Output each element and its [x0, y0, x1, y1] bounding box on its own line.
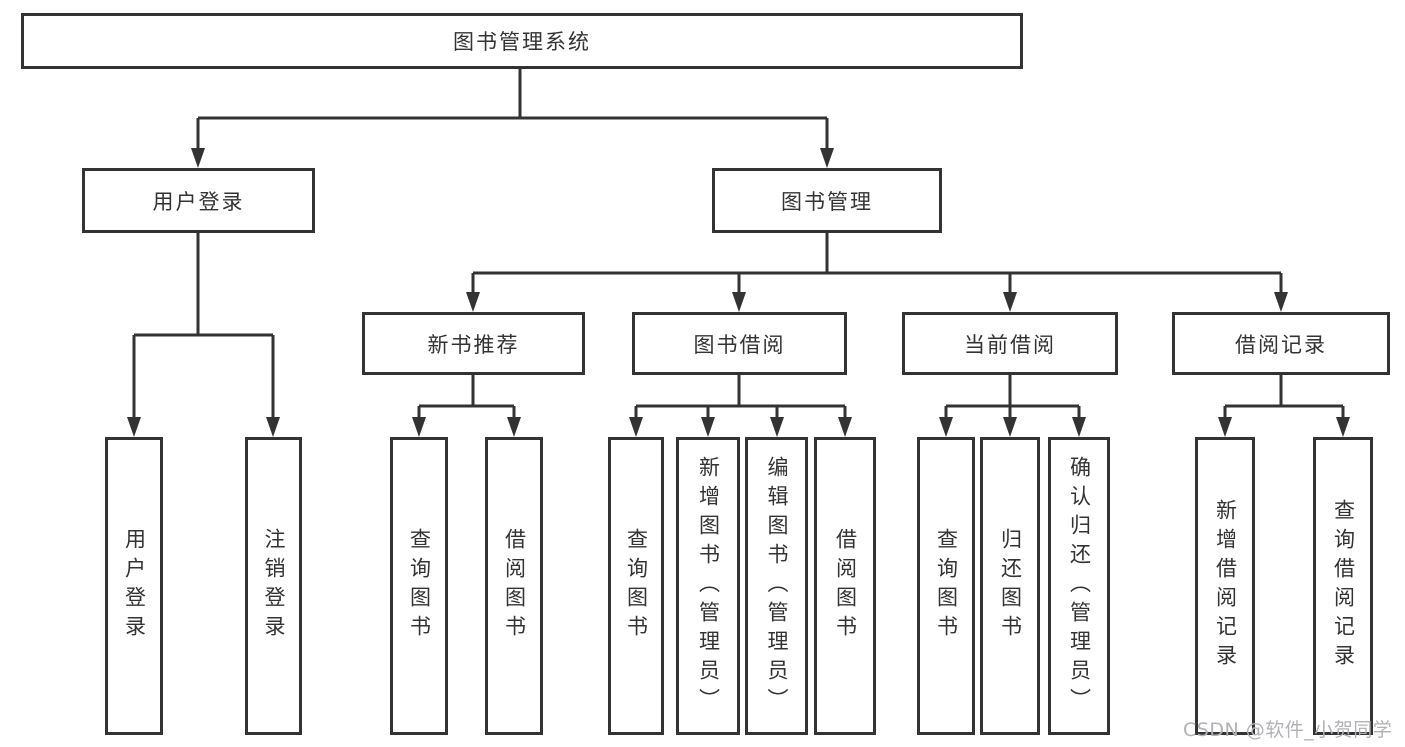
leaf-confirm-return-admin: 确认归还（管理员）: [1048, 437, 1110, 735]
leaf-logout: 注销登录: [245, 437, 302, 735]
node-label: 查询图书: [934, 528, 959, 644]
node-label: 注销登录: [262, 528, 286, 644]
connector-user-login-children: [127, 233, 280, 437]
leaf-borrow-books: 借阅图书: [814, 437, 876, 735]
node-label: 编辑图书（管理员）: [765, 455, 789, 717]
leaf-edit-book-admin: 编辑图书（管理员）: [745, 437, 808, 735]
node-label: 当前借阅: [964, 332, 1056, 357]
arrow-down-icon: [412, 417, 426, 437]
node-label: 查询图书: [624, 528, 649, 644]
arrow-down-icon: [732, 292, 746, 312]
node-label: 借阅图书: [502, 528, 527, 644]
node-user-login: 用户登录: [82, 168, 315, 233]
arrow-down-icon: [1072, 417, 1086, 437]
connector-borrow-records-children: [1218, 375, 1350, 437]
connector-book-management-children: [466, 233, 1288, 312]
arrow-down-icon: [629, 417, 643, 437]
leaf-query-books-current: 查询图书: [917, 437, 975, 735]
node-label: 图书管理: [781, 189, 873, 214]
node-label: 新增图书（管理员）: [696, 455, 721, 717]
node-label: 新增借阅记录: [1213, 499, 1238, 673]
node-current-borrowing: 当前借阅: [902, 312, 1118, 375]
connector-new-book-children: [412, 375, 521, 437]
node-label: 图书管理系统: [453, 30, 591, 54]
node-label: 借阅记录: [1235, 332, 1327, 357]
connector-book-borrow-children: [629, 375, 852, 437]
leaf-add-book-admin: 新增图书（管理员）: [676, 437, 740, 735]
arrow-down-icon: [507, 417, 521, 437]
arrow-down-icon: [191, 148, 205, 168]
arrow-down-icon: [466, 292, 480, 312]
node-book-management: 图书管理: [712, 168, 942, 233]
node-label: 用户登录: [122, 528, 147, 644]
connector-current-borrow-children: [939, 375, 1086, 437]
node-label: 查询借阅记录: [1331, 499, 1356, 673]
leaf-add-borrow-record: 新增借阅记录: [1195, 437, 1255, 735]
node-label: 图书借阅: [693, 332, 786, 357]
node-book-borrowing: 图书借阅: [632, 312, 847, 375]
leaf-query-borrow-record: 查询借阅记录: [1313, 437, 1373, 735]
node-label: 确认归还（管理员）: [1067, 455, 1092, 717]
arrow-down-icon: [838, 417, 852, 437]
arrow-down-icon: [1218, 417, 1232, 437]
node-library-management-system: 图书管理系统: [21, 13, 1023, 69]
node-borrowing-records: 借阅记录: [1172, 312, 1390, 375]
leaf-query-books-recommend: 查询图书: [390, 437, 448, 735]
arrow-down-icon: [1003, 417, 1017, 437]
arrow-down-icon: [1336, 417, 1350, 437]
node-label: 查询图书: [407, 528, 432, 644]
arrow-down-icon: [939, 417, 953, 437]
leaf-user-login: 用户登录: [105, 437, 163, 735]
node-label: 归还图书: [998, 528, 1023, 644]
arrow-down-icon: [1003, 292, 1017, 312]
node-label: 用户登录: [152, 189, 245, 214]
node-label: 新书推荐: [427, 332, 520, 357]
arrow-down-icon: [266, 417, 280, 437]
arrow-down-icon: [701, 417, 715, 437]
leaf-query-books-borrow: 查询图书: [608, 437, 664, 735]
node-new-book-recommendation: 新书推荐: [362, 312, 585, 375]
arrow-down-icon: [770, 417, 784, 437]
arrow-down-icon: [820, 148, 834, 168]
node-label: 借阅图书: [833, 528, 858, 644]
arrow-down-icon: [127, 417, 141, 437]
arrow-down-icon: [1274, 292, 1288, 312]
csdn-watermark: CSDN @软件_小贺同学: [1183, 719, 1393, 741]
leaf-borrow-books-recommend: 借阅图书: [485, 437, 543, 735]
connector-root-to-level2: [191, 69, 834, 168]
leaf-return-book: 归还图书: [980, 437, 1040, 735]
